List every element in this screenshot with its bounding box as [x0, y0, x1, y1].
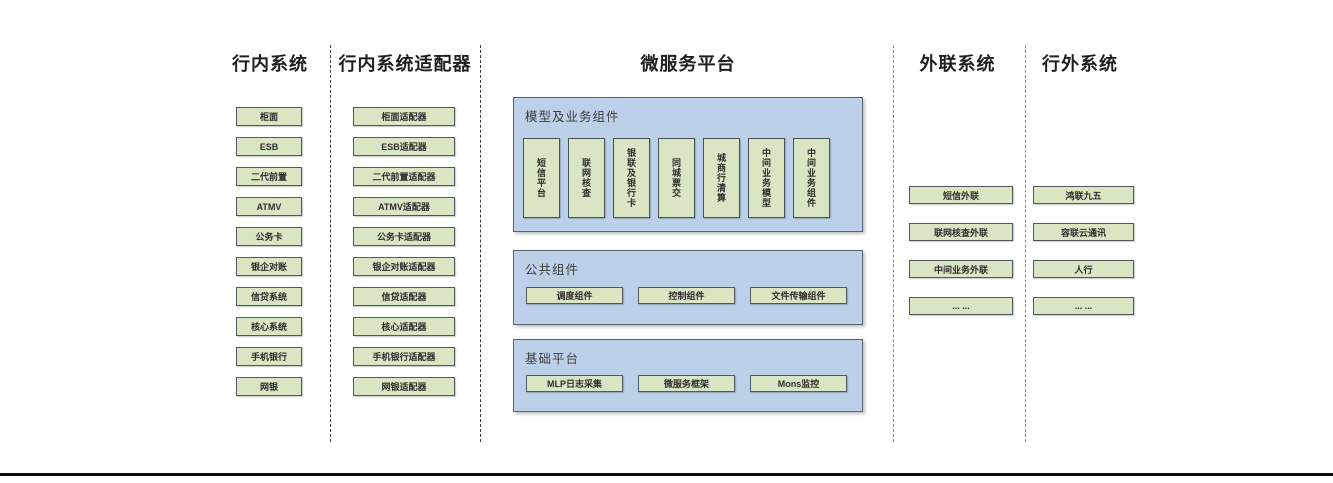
group-title-common: 公共组件	[525, 263, 580, 277]
internal-system-box: 公务卡	[236, 227, 302, 246]
adapter-box: ESB适配器	[353, 137, 455, 156]
model-components-row: 短信平台 联网核查 银联及银行卡 同城票交 城商行清算 中间业务模型 中间业务组…	[523, 138, 830, 218]
group-base-platform: 基础平台 MLP日志采集 微服务框架 Mons监控	[513, 339, 863, 412]
model-component-box: 中间业务模型	[748, 138, 785, 218]
adapter-box: 手机银行适配器	[353, 347, 455, 366]
internal-systems-column: 柜面 ESB 二代前置 ATMV 公务卡 银企对账 信贷系统 核心系统 手机银行…	[236, 107, 302, 396]
divider-outreach-external	[1025, 45, 1026, 442]
base-platform-box: Mons监控	[750, 375, 847, 392]
internal-system-box: 信贷系统	[236, 287, 302, 306]
internal-system-box: 二代前置	[236, 167, 302, 186]
adapter-box: ATMV适配器	[353, 197, 455, 216]
outreach-box: 中间业务外联	[909, 260, 1013, 278]
external-box: 鸿联九五	[1033, 186, 1134, 204]
group-common-components: 公共组件 调度组件 控制组件 文件传输组件	[513, 250, 863, 325]
base-platform-box: MLP日志采集	[526, 375, 623, 392]
model-component-box: 联网核查	[568, 138, 605, 218]
base-platform-row: MLP日志采集 微服务框架 Mons监控	[526, 375, 847, 392]
adapter-box: 二代前置适配器	[353, 167, 455, 186]
divider-platform-outreach	[893, 45, 894, 442]
column-header-internal: 行内系统	[232, 54, 308, 74]
outreach-box: 联网核查外联	[909, 223, 1013, 241]
divider-adapters-platform	[480, 45, 481, 442]
internal-system-box: 银企对账	[236, 257, 302, 276]
internal-system-box: 网银	[236, 377, 302, 396]
column-header-platform: 微服务平台	[640, 54, 736, 74]
group-title-model: 模型及业务组件	[525, 110, 620, 124]
model-component-box: 同城票交	[658, 138, 695, 218]
internal-system-box: 手机银行	[236, 347, 302, 366]
adapter-box: 核心适配器	[353, 317, 455, 336]
model-component-box: 城商行清算	[703, 138, 740, 218]
adapter-box: 公务卡适配器	[353, 227, 455, 246]
group-model-components: 模型及业务组件 短信平台 联网核查 银联及银行卡 同城票交 城商行清算 中间业务…	[513, 97, 863, 232]
column-header-external: 行外系统	[1042, 54, 1118, 74]
external-box: 人行	[1033, 260, 1134, 278]
adapter-box: 柜面适配器	[353, 107, 455, 126]
common-components-row: 调度组件 控制组件 文件传输组件	[526, 287, 847, 304]
outreach-box: 短信外联	[909, 186, 1013, 204]
common-component-box: 控制组件	[638, 287, 735, 304]
model-component-box: 短信平台	[523, 138, 560, 218]
internal-system-box: ESB	[236, 137, 302, 156]
outreach-column: 短信外联 联网核查外联 中间业务外联 ... ...	[909, 186, 1013, 315]
external-box: 容联云通讯	[1033, 223, 1134, 241]
bottom-rule	[0, 473, 1333, 476]
internal-system-box: ATMV	[236, 197, 302, 216]
column-header-outreach: 外联系统	[919, 54, 996, 74]
internal-system-box: 柜面	[236, 107, 302, 126]
adapter-box: 银企对账适配器	[353, 257, 455, 276]
adapter-box: 信贷适配器	[353, 287, 455, 306]
outreach-box: ... ...	[909, 297, 1013, 315]
internal-system-box: 核心系统	[236, 317, 302, 336]
base-platform-box: 微服务框架	[638, 375, 735, 392]
adapter-box: 网银适配器	[353, 377, 455, 396]
group-title-base: 基础平台	[525, 352, 580, 366]
external-box: ... ...	[1033, 297, 1134, 315]
common-component-box: 调度组件	[526, 287, 623, 304]
common-component-box: 文件传输组件	[750, 287, 847, 304]
column-header-adapters: 行内系统适配器	[338, 54, 472, 74]
divider-internal-adapters	[330, 45, 331, 442]
model-component-box: 银联及银行卡	[613, 138, 650, 218]
model-component-box: 中间业务组件	[793, 138, 830, 218]
external-column: 鸿联九五 容联云通讯 人行 ... ...	[1033, 186, 1134, 315]
adapter-column: 柜面适配器 ESB适配器 二代前置适配器 ATMV适配器 公务卡适配器 银企对账…	[353, 107, 455, 396]
